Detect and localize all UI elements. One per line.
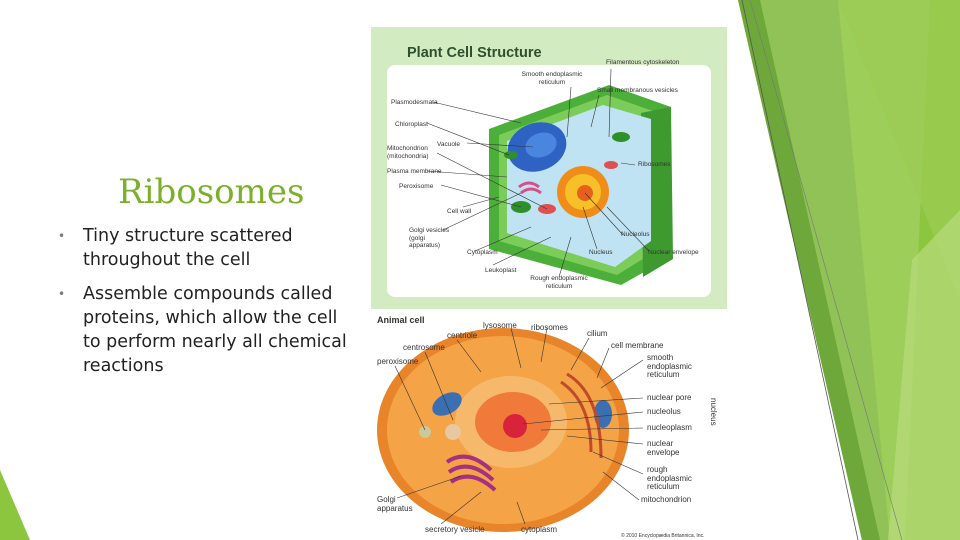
label-cytoplasm: Cytoplasm <box>467 249 498 256</box>
label-centrosome: centrosome <box>403 343 445 352</box>
slide-title: Ribosomes <box>118 172 305 212</box>
label-smooth-er: smooth endoplasmic reticulum <box>647 353 692 379</box>
label-nucleus: Nucleus <box>589 249 613 256</box>
label-ribosomes: Ribosomes <box>638 161 671 168</box>
label-golgi: Golgi vesicles (golgi apparatus) <box>409 227 450 249</box>
bullet-marker: • <box>58 229 66 243</box>
copyright-text: © 2010 Encyclopædia Britannica, Inc. <box>621 533 705 539</box>
label-ribosomes: ribosomes <box>531 323 568 332</box>
label-cell-wall: Cell wall <box>447 208 472 215</box>
animal-cell-illustration <box>377 327 644 532</box>
label-mitochondrion: Mitochondrion (mitochondria) <box>387 145 429 160</box>
label-nucleolus: nucleolus <box>647 407 681 416</box>
bullet-text: Assemble compounds called proteins, whic… <box>83 284 347 376</box>
animal-cell-diagram: Animal cell lysosome ribosomes cilium ce… <box>371 312 727 540</box>
bullet-text: Tiny structure scattered throughout the … <box>83 226 293 270</box>
label-rough-er: Rough endoplasmic reticulum <box>530 275 588 290</box>
label-peroxisome: Peroxisome <box>399 183 434 190</box>
label-golgi: Golgi apparatus <box>377 495 413 513</box>
label-smooth-er: Smooth endoplasmic reticulum <box>521 71 583 86</box>
label-plasmodesmata: Plasmodesmata <box>391 99 438 106</box>
label-cilium: cilium <box>587 329 608 338</box>
label-leukoplast: Leukoplast <box>485 267 517 274</box>
label-cell-membrane: cell membrane <box>611 341 664 350</box>
label-centriole: centriole <box>447 331 478 340</box>
label-peroxisome: peroxisome <box>377 357 419 366</box>
label-nuclear-pore: nuclear pore <box>647 393 692 402</box>
label-nucleus: nucleus <box>709 398 718 426</box>
label-nuclear-envelope: nuclear envelope <box>647 439 680 457</box>
label-vacuole: Vacuole <box>437 141 461 148</box>
plant-diagram-title: Plant Cell Structure <box>407 45 542 61</box>
label-secretory-vesicle: secretory vesicle <box>425 525 485 534</box>
bullet-marker: • <box>58 287 66 301</box>
label-small-vesicles: Small membranous vesicles <box>597 87 678 94</box>
label-nucleoplasm: nucleoplasm <box>647 423 692 432</box>
label-filamentous-cytoskeleton: Filamentous cytoskeleton <box>606 59 680 66</box>
label-chloroplast: Chloroplast <box>395 121 428 128</box>
bullet-item: • Assemble compounds called proteins, wh… <box>58 282 358 378</box>
plant-cell-illustration <box>426 68 673 285</box>
animal-diagram-title: Animal cell <box>377 315 425 325</box>
bullet-item: • Tiny structure scattered throughout th… <box>58 224 358 272</box>
label-nucleolus: Nucleolus <box>621 231 650 238</box>
label-mitochondrion: mitochondrion <box>641 495 692 504</box>
plant-cell-diagram: Plant Cell Structure <box>371 27 727 309</box>
label-plasma-membrane: Plasma membrane <box>387 168 442 175</box>
label-lysosome: lysosome <box>483 321 517 330</box>
label-cytoplasm: cytoplasm <box>521 525 558 534</box>
label-rough-er: rough endoplasmic reticulum <box>647 465 692 491</box>
label-nuclear-envelope: Nuclear envelope <box>648 249 699 256</box>
bullet-list: • Tiny structure scattered throughout th… <box>58 224 358 388</box>
